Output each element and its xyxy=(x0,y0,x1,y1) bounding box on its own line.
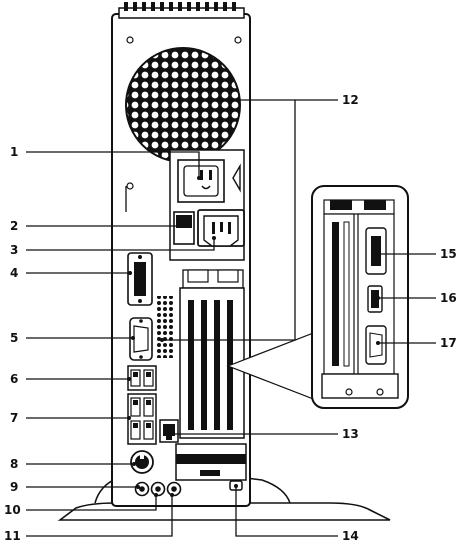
callout-10: 10 xyxy=(4,503,21,517)
warning-triangle-icon xyxy=(232,163,241,193)
power-switch[interactable] xyxy=(173,211,195,245)
stand-base xyxy=(57,502,391,521)
callout-14: 14 xyxy=(342,529,359,543)
callout-15: 15 xyxy=(440,247,457,261)
usb-ports-upper[interactable] xyxy=(127,365,157,391)
callout-4: 4 xyxy=(10,266,18,280)
callout-5: 5 xyxy=(10,331,18,345)
callout-16: 16 xyxy=(440,291,457,305)
side-vent-holes xyxy=(156,296,174,358)
callout-11: 11 xyxy=(4,529,21,543)
usb-ports-lower[interactable] xyxy=(127,393,157,445)
inset-dvi-port[interactable] xyxy=(365,227,387,275)
callout-6: 6 xyxy=(10,372,18,386)
top-vents xyxy=(124,2,236,11)
callout-7: 7 xyxy=(10,411,18,425)
callout-1: 1 xyxy=(10,145,18,159)
callout-8: 8 xyxy=(10,457,18,471)
ps2-port[interactable] xyxy=(130,450,154,474)
callout-17: 17 xyxy=(440,336,457,350)
audio-jack-a[interactable] xyxy=(134,481,150,497)
callout-9: 9 xyxy=(10,480,18,494)
lan-port[interactable] xyxy=(159,419,179,443)
stand-rear xyxy=(245,477,291,504)
rear-cover xyxy=(175,443,247,481)
callout-3: 3 xyxy=(10,243,18,257)
leader-lines xyxy=(26,98,436,537)
dvi-port[interactable] xyxy=(127,252,153,306)
audio-jack-b[interactable] xyxy=(150,481,166,497)
callout-12: 12 xyxy=(342,93,359,107)
callout-labels: 1 2 3 4 5 6 7 8 9 10 11 12 13 14 15 16 1… xyxy=(4,93,457,543)
power-inlet[interactable] xyxy=(197,209,245,247)
callout-13: 13 xyxy=(342,427,359,441)
callout-2: 2 xyxy=(10,219,18,233)
inset-hdmi-port[interactable] xyxy=(367,285,383,313)
ac-outlet[interactable] xyxy=(200,170,212,190)
inset-vga-port[interactable] xyxy=(365,325,387,365)
vga-port[interactable] xyxy=(129,317,153,361)
fan-grille xyxy=(125,47,241,163)
expansion-slots xyxy=(179,269,245,439)
audio-jack-c[interactable] xyxy=(166,481,182,497)
